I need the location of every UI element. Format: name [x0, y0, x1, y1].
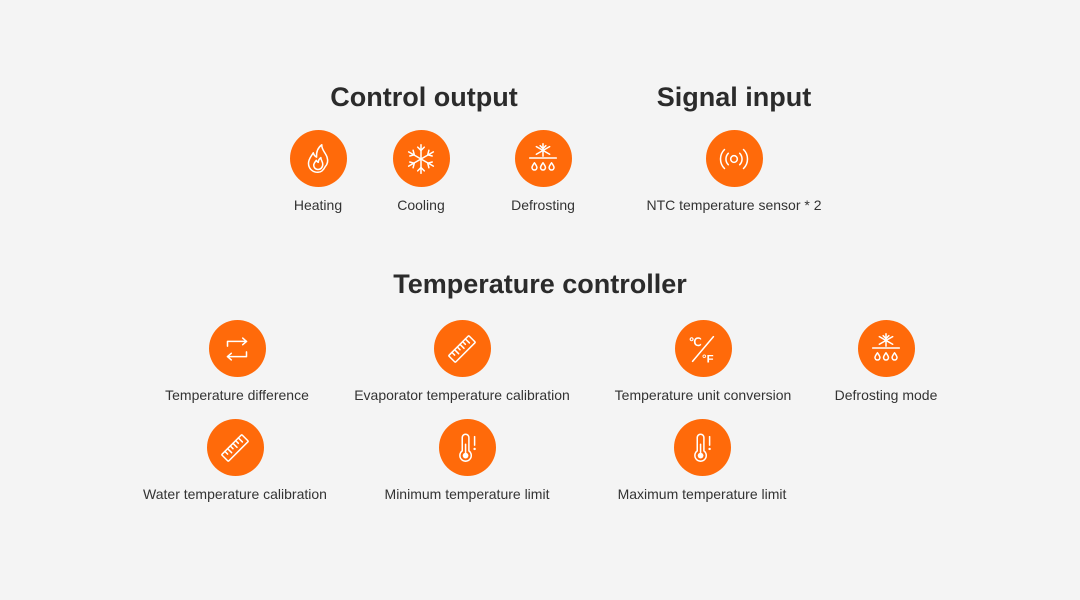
feature-label: Defrosting mode	[834, 387, 938, 403]
feature-label: Maximum temperature limit	[617, 486, 787, 502]
celsius-fahrenheit-icon: ℃ °F	[689, 335, 715, 365]
feature-minimum-limit: Minimum temperature limit	[347, 419, 587, 503]
feature-ntc-sensor: NTC temperature sensor * 2	[614, 130, 854, 214]
ruler-icon	[221, 433, 249, 462]
feature-defrosting-mode: Defrosting mode	[766, 320, 1006, 404]
feature-temperature-difference: Temperature difference	[117, 320, 357, 404]
feature-label: NTC temperature sensor * 2	[646, 197, 822, 213]
feature-label: Temperature unit conversion	[614, 387, 792, 403]
control-output-heading: Control output	[330, 82, 518, 112]
defrost-icon	[528, 142, 558, 171]
feature-water-calibration: Water temperature calibration	[115, 419, 355, 503]
feature-label: Temperature difference	[165, 387, 309, 403]
sensor-signal-icon	[719, 148, 749, 169]
cycle-arrows-icon	[226, 336, 248, 361]
flame-icon	[307, 143, 329, 173]
feature-evaporator-calibration: Evaporator temperature calibration	[342, 320, 582, 404]
temperature-controller-heading: Temperature controller	[393, 269, 687, 299]
feature-cooling: Cooling	[301, 130, 541, 214]
feature-heating: Heating	[198, 130, 438, 214]
fahrenheit-symbol: °F	[702, 353, 714, 365]
feature-defrosting: Defrosting	[423, 130, 663, 214]
feature-label: Cooling	[397, 197, 445, 213]
feature-maximum-limit: Maximum temperature limit	[582, 419, 822, 503]
feature-label: Defrosting	[511, 197, 575, 213]
feature-label: Water temperature calibration	[143, 486, 327, 502]
signal-input-heading: Signal input	[656, 82, 812, 112]
snowflake-icon	[407, 143, 435, 174]
feature-label: Heating	[293, 197, 343, 213]
feature-label: Minimum temperature limit	[384, 486, 550, 502]
celsius-symbol: ℃	[689, 337, 702, 349]
feature-label: Evaporator temperature calibration	[354, 387, 570, 403]
thermometer-alert-icon	[694, 433, 711, 462]
feature-unit-conversion: ℃ °F Temperature unit conversion	[583, 320, 823, 404]
ruler-icon	[448, 334, 476, 363]
thermometer-alert-icon	[459, 433, 476, 462]
defrost-icon	[871, 332, 901, 361]
